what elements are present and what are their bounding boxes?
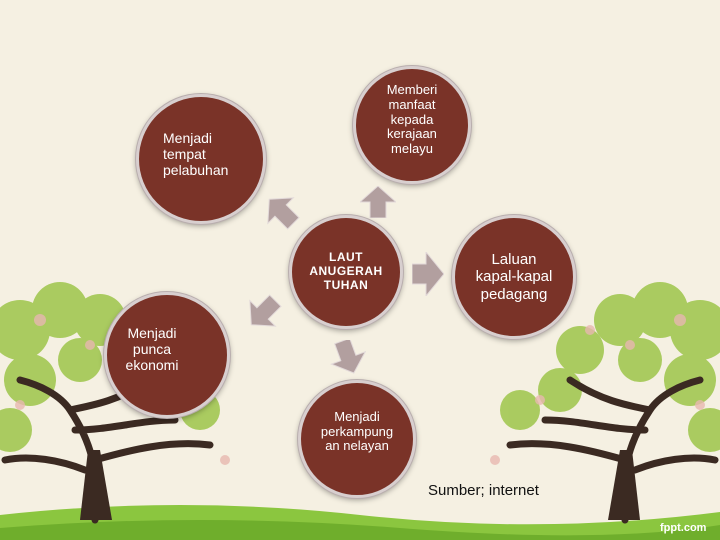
node-bottom-label: Menjadi perkampung an nelayan <box>320 408 394 454</box>
arrow-to-bottom-node <box>330 340 366 374</box>
arrow-to-top-left-node <box>264 194 300 230</box>
brand-logo: fppt.com <box>660 522 707 534</box>
arrow-to-left-node <box>246 294 282 330</box>
node-bottom: Menjadi perkampung an nelayan <box>298 380 416 498</box>
node-top: Memberi manfaat kepada kerajaan melayu <box>353 66 471 184</box>
source-credit: Sumber; internet <box>428 482 539 499</box>
node-top-left-label: Menjadi tempat pelabuhan <box>163 129 229 179</box>
node-top-left: Menjadi tempat pelabuhan <box>136 94 266 224</box>
node-top-label: Memberi manfaat kepada kerajaan melayu <box>386 81 438 157</box>
center-node-label: LAUT ANUGERAH TUHAN <box>309 250 383 292</box>
node-right: Laluan kapal-kapal pedagang <box>452 215 576 339</box>
node-left-label: Menjadi punca ekonomi <box>125 324 179 374</box>
node-left: Menjadi punca ekonomi <box>104 292 230 418</box>
node-right-label: Laluan kapal-kapal pedagang <box>475 251 553 303</box>
arrow-to-right-node <box>412 252 444 296</box>
arrow-to-top-node <box>360 186 396 218</box>
center-node: LAUT ANUGERAH TUHAN <box>289 215 403 329</box>
